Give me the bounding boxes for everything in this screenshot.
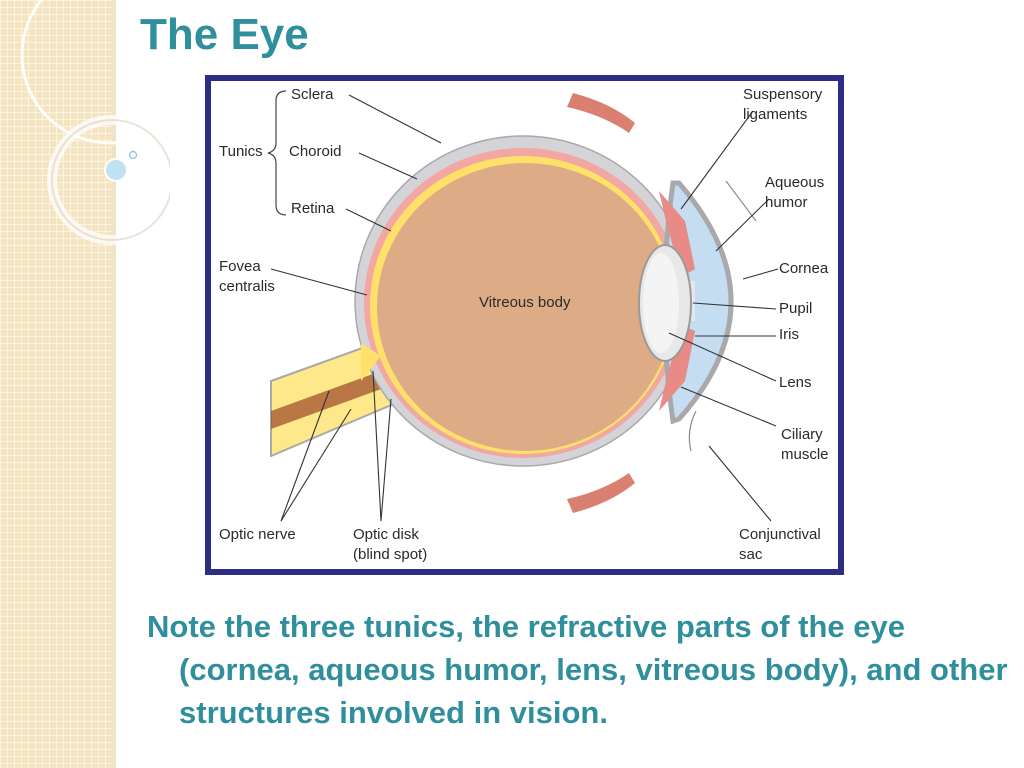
eye-diagram: Sclera Tunics Choroid Retina Fovea centr…	[211, 81, 838, 569]
fovea-label-line2: centralis	[219, 278, 275, 295]
optic-nerve-label: Optic nerve	[219, 526, 296, 543]
optic-disk-label-line2: (blind spot)	[353, 546, 427, 563]
slide-title: The Eye	[140, 10, 309, 59]
choroid-label: Choroid	[289, 143, 342, 160]
suspensory-label-line2: ligaments	[743, 106, 807, 123]
pupil-label: Pupil	[779, 300, 812, 317]
ciliary-label-line2: muscle	[781, 446, 829, 463]
iris-label: Iris	[779, 326, 799, 343]
sclera-label: Sclera	[291, 86, 334, 103]
slide-caption: Note the three tunics, the refractive pa…	[147, 609, 1008, 730]
vitreous-body-label: Vitreous body	[479, 294, 571, 311]
lens-label: Lens	[779, 374, 812, 391]
tunics-label: Tunics	[219, 143, 263, 160]
conjunctival-label-line1: Conjunctival	[739, 526, 821, 543]
fovea-label-line1: Fovea	[219, 258, 261, 275]
aqueous-label-line2: humor	[765, 194, 808, 211]
suspensory-label-line1: Suspensory	[743, 86, 823, 103]
sidebar-edge	[112, 0, 116, 768]
optic-disk-label-line1: Optic disk	[353, 526, 419, 543]
eye-diagram-frame: Sclera Tunics Choroid Retina Fovea centr…	[205, 75, 844, 575]
cornea-label: Cornea	[779, 260, 829, 277]
decorative-circles	[20, 0, 170, 245]
retina-label: Retina	[291, 200, 335, 217]
ciliary-label-line1: Ciliary	[781, 426, 823, 443]
conjunctival-label-line2: sac	[739, 546, 763, 563]
aqueous-label-line1: Aqueous	[765, 174, 824, 191]
